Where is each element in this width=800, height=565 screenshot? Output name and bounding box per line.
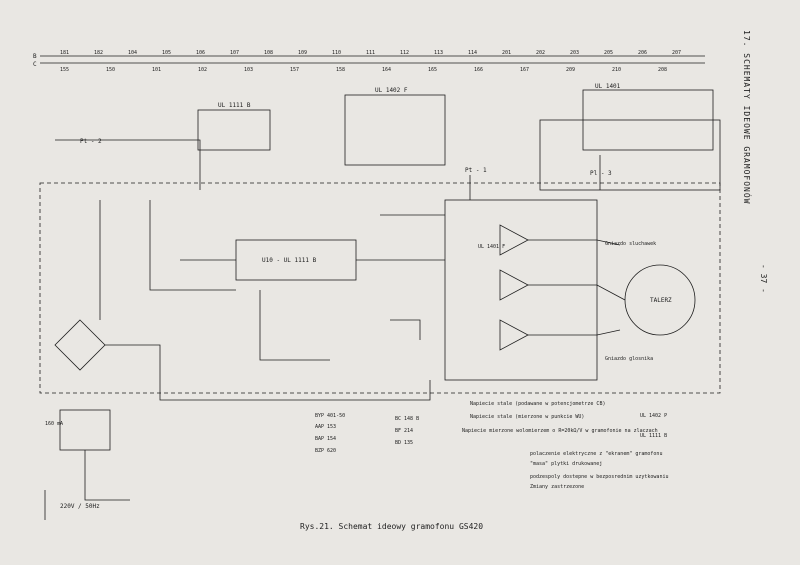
fuse-label: 160 mA <box>45 421 63 427</box>
ruler-tick-top: 206 <box>638 50 647 56</box>
ruler-tick-bottom: 165 <box>428 67 437 73</box>
opamp-module-block <box>344 94 446 166</box>
speaker-label: Gniazdo glosnika <box>605 356 653 362</box>
ruler-tick-top: 181 <box>60 50 69 56</box>
ruler-tick-bottom: 157 <box>290 67 299 73</box>
ruler-tick-top: 106 <box>196 50 205 56</box>
ruler-tick-bottom: 167 <box>520 67 529 73</box>
ruler-tick-bottom: 102 <box>198 67 207 73</box>
legend-row-2: Napiecie stale (mierzone w punkcie WU) <box>470 414 584 420</box>
ruler-tick-bottom: 166 <box>474 67 483 73</box>
amp-label: UL 1401 F <box>478 244 505 250</box>
legend-row-1: Napiecie stale (podawane w potencjometrz… <box>470 401 605 407</box>
headphone-label: Gniazdo sluchawek <box>605 241 656 247</box>
legend-transistor-2: BF 214 <box>395 428 413 434</box>
ruler-tick-top: 203 <box>570 50 579 56</box>
ruler-tick-top: 112 <box>400 50 409 56</box>
legend-row-5: "masa" plytki drukowanej <box>530 461 602 467</box>
board-frame <box>39 182 721 394</box>
opamp-1 <box>499 224 529 256</box>
plug-1-label: Pt - 2 <box>80 138 102 145</box>
ruler-tick-bottom: 164 <box>382 67 391 73</box>
connector-frame <box>539 119 721 191</box>
ruler-tick-top: 105 <box>162 50 171 56</box>
ruler-tick-top: 201 <box>502 50 511 56</box>
top-ic-label: UL 1111 B <box>218 102 251 109</box>
rectifier-bridge <box>54 319 106 371</box>
supply-label: 220V / 50Hz <box>60 503 100 510</box>
legend-diode-1: BYP 401-50 <box>315 413 345 419</box>
legend-row-3: Napiecie mierzone wolomierzem o R=20kΩ/V… <box>462 428 658 434</box>
ruler-tick-top: 108 <box>264 50 273 56</box>
ruler-tick-top: 104 <box>128 50 137 56</box>
legend-diode-2: AAP 153 <box>315 424 336 430</box>
ruler-tick-bottom: 209 <box>566 67 575 73</box>
page-number: - 37 - <box>759 264 768 293</box>
plug-3-label: Pl - 3 <box>590 170 612 177</box>
legend-chip-1: UL 1402 P <box>640 413 667 419</box>
top-ic-block <box>197 109 271 151</box>
connector-label: UL 1401 <box>595 83 621 90</box>
legend-row-4: polaczenie elektryczne z "ekranem" gramo… <box>530 451 662 457</box>
ruler-tick-top: 114 <box>468 50 477 56</box>
ruler-tick-bottom: 103 <box>244 67 253 73</box>
platter-label: TALERZ <box>650 297 672 304</box>
ruler-row-b: B <box>33 53 37 60</box>
ruler-tick-top: 110 <box>332 50 341 56</box>
amplifier-frame <box>444 199 598 381</box>
ruler-tick-top: 107 <box>230 50 239 56</box>
section-title: 17. SCHEMATY IDEOWE GRAMOFONÓW <box>742 30 751 205</box>
ruler-tick-top: 111 <box>366 50 375 56</box>
main-ic-label: U10 - UL 1111 B <box>262 257 317 264</box>
legend-transistor-1: BC 148 B <box>395 416 419 422</box>
legend-zener: BZP 620 <box>315 448 336 454</box>
ruler-row-c: C <box>33 61 37 68</box>
ruler-tick-bottom: 150 <box>106 67 115 73</box>
ruler-tick-top: 109 <box>298 50 307 56</box>
plug-2-label: Pt - 1 <box>465 167 487 174</box>
opamp-label: UL 1402 F <box>375 87 408 94</box>
transformer <box>59 409 111 451</box>
legend-chip-2: UL 1111 B <box>640 433 667 439</box>
opamp-3 <box>499 319 529 351</box>
ruler-tick-top: 182 <box>94 50 103 56</box>
ruler-tick-top: 207 <box>672 50 681 56</box>
figure-caption: Rys.21. Schemat ideowy gramofonu GS420 <box>300 522 484 531</box>
ruler-tick-bottom: 158 <box>336 67 345 73</box>
ruler-tick-bottom: 210 <box>612 67 621 73</box>
ruler-tick-top: 113 <box>434 50 443 56</box>
legend-row-6: podzespoly dostepne w bezposrednim uzytk… <box>530 474 668 480</box>
legend-row-7: Zmiany zastrzezone <box>530 484 584 490</box>
legend-diode-3: BAP 154 <box>315 436 336 442</box>
ruler-tick-bottom: 101 <box>152 67 161 73</box>
legend-transistor-3: BD 135 <box>395 440 413 446</box>
opamp-2 <box>499 269 529 301</box>
ruler-tick-top: 202 <box>536 50 545 56</box>
ruler-tick-bottom: 208 <box>658 67 667 73</box>
ruler-tick-bottom: 155 <box>60 67 69 73</box>
ruler-tick-top: 205 <box>604 50 613 56</box>
